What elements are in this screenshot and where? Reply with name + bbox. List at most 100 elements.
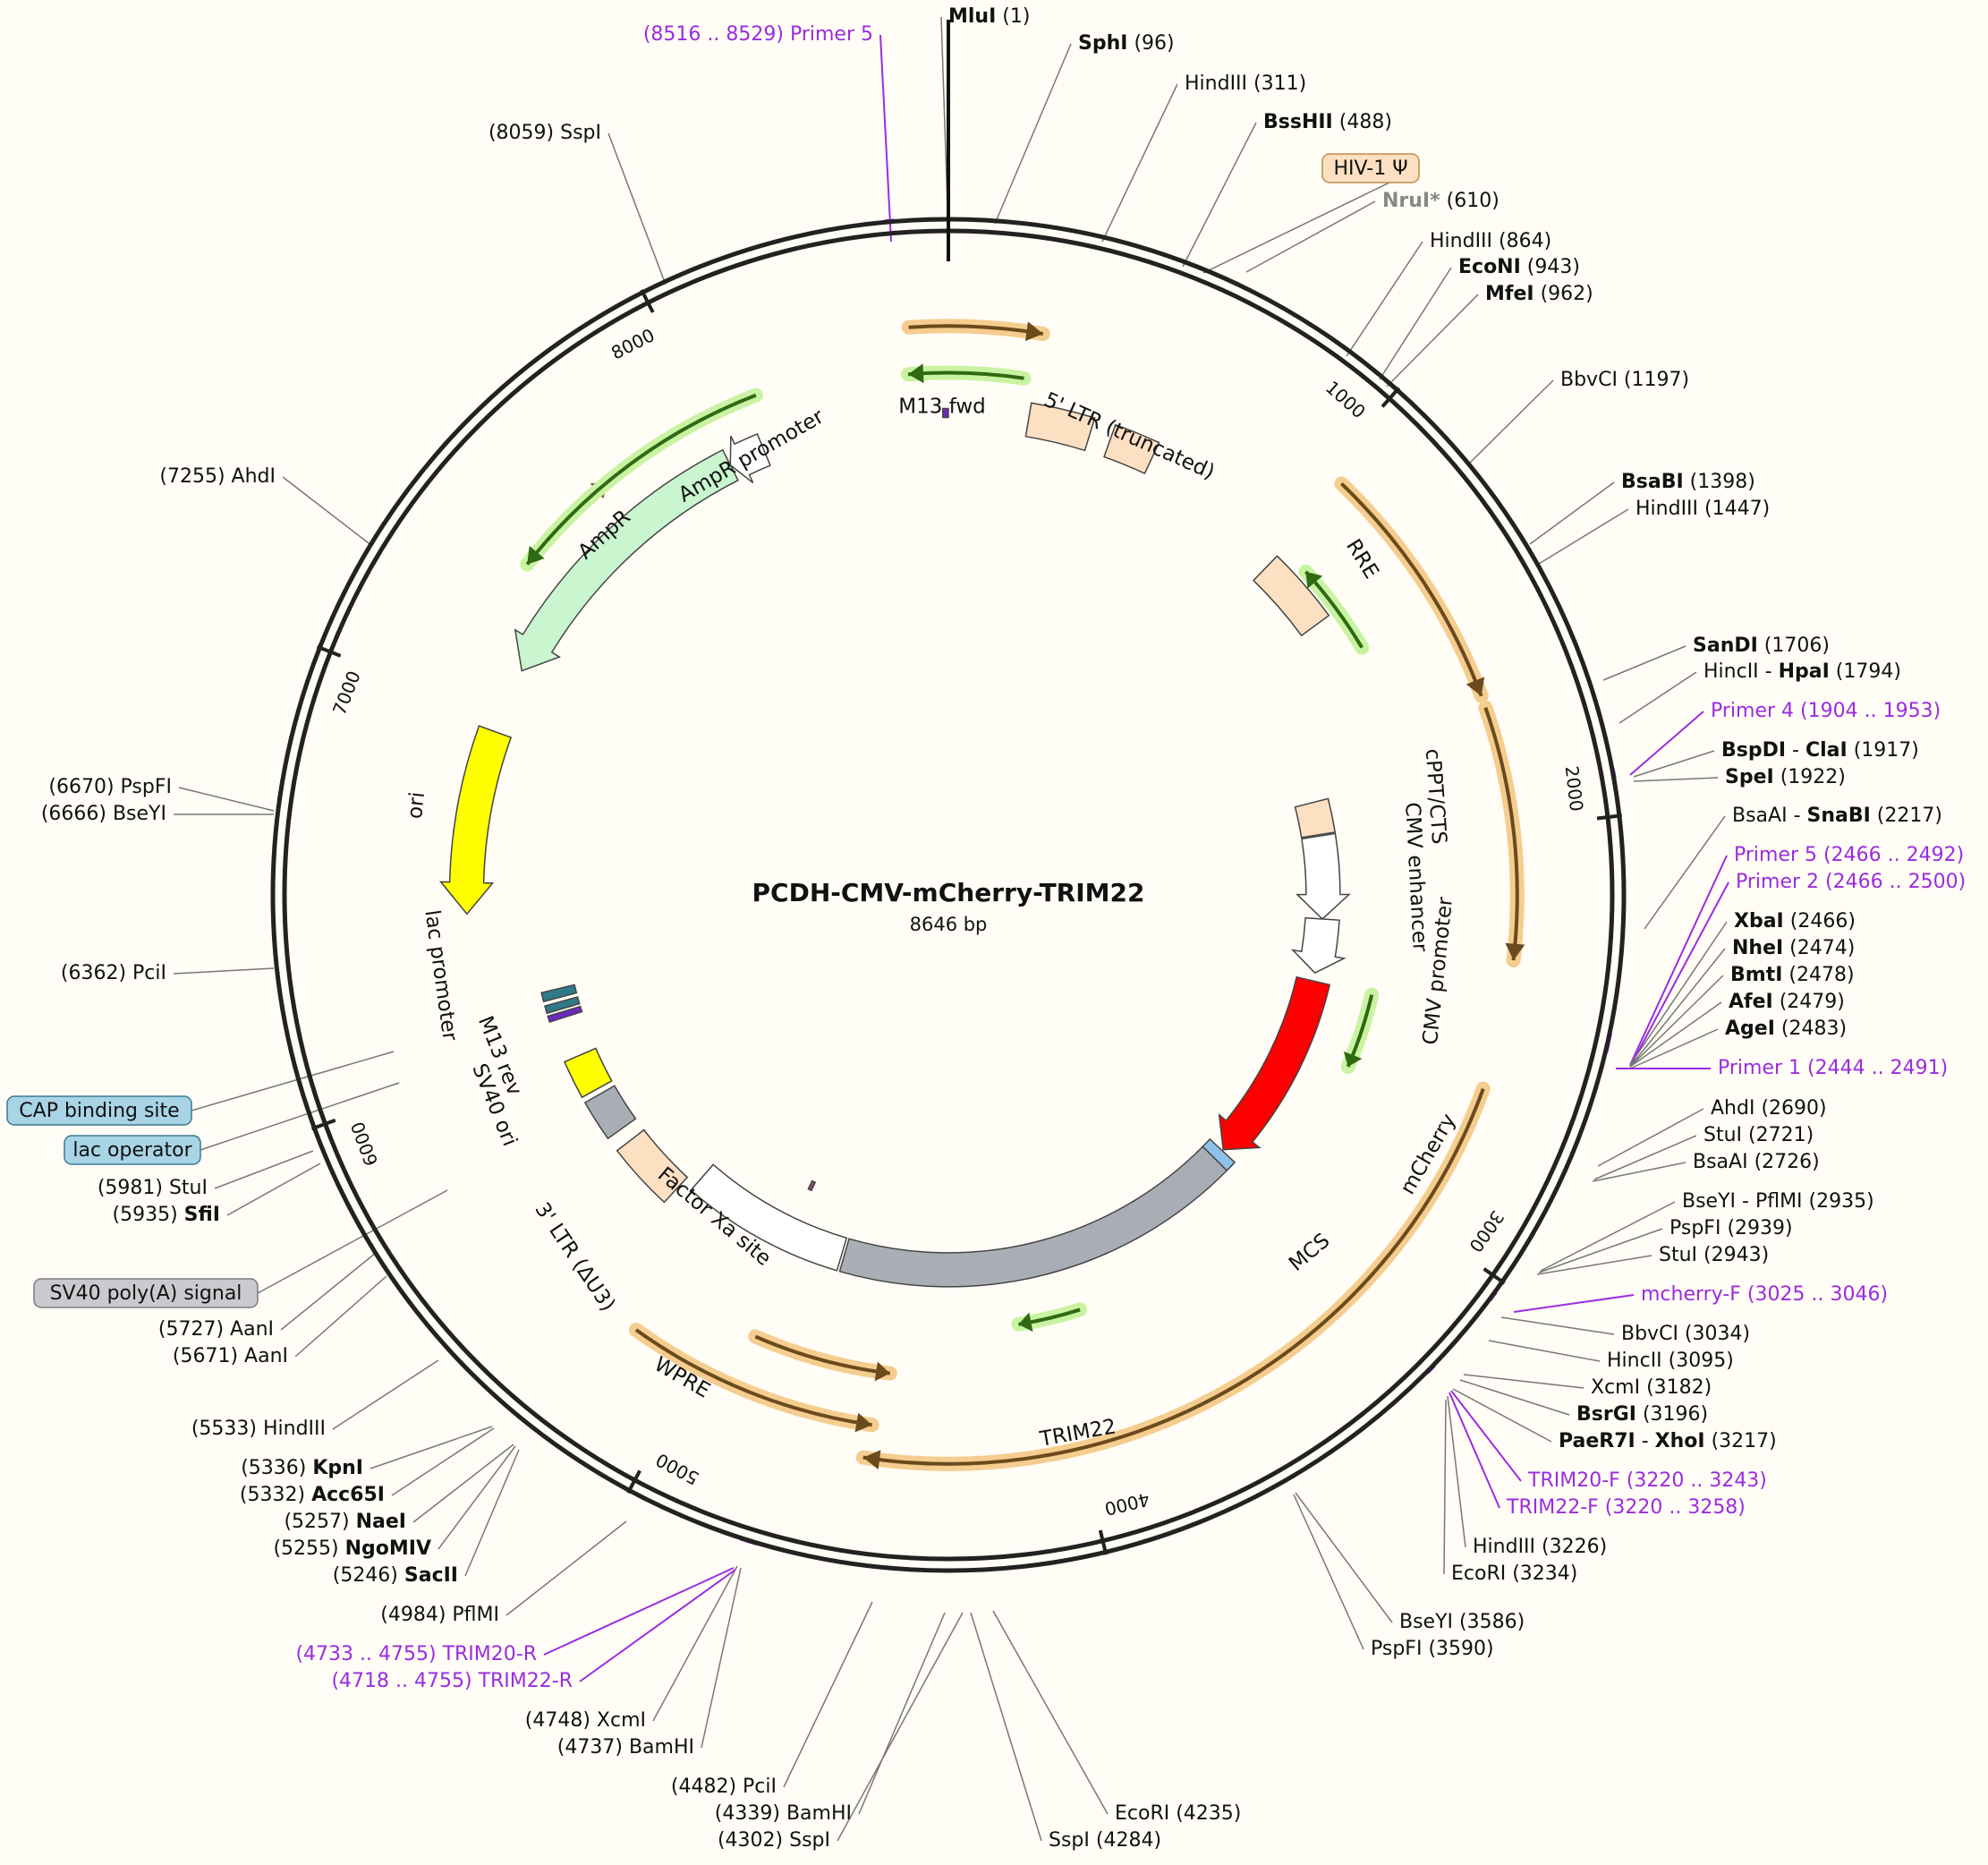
feature-label: 3' LTR (ΔU3) [530, 1198, 619, 1316]
site-position: (2478) [1782, 964, 1854, 986]
site-position: (2466) [1784, 910, 1856, 932]
feature-ori [439, 725, 513, 915]
site-position: (1917) [1848, 739, 1919, 762]
site-label: (5727) AanI [158, 1318, 274, 1341]
orange-orf-4-head [854, 1412, 872, 1433]
orange-orf-4-arc [634, 1328, 872, 1427]
site-position: (5671) [173, 1345, 244, 1367]
tick-2000 [1596, 813, 1623, 821]
site-name: AfeI [1729, 991, 1773, 1013]
site-position: (4339) [715, 1802, 786, 1825]
site-position: (2935) [1803, 1190, 1874, 1213]
feature-ampr [514, 448, 739, 672]
boxed-label-bg [1321, 153, 1420, 183]
site-label: (6666) BseYI [41, 803, 166, 825]
site-label: PspFI (3590) [1371, 1638, 1494, 1660]
site-label: NruI* (610) [1382, 190, 1499, 212]
site-position: (3217) [1705, 1430, 1777, 1452]
site-name: HincII - [1703, 660, 1779, 683]
leader-line [1182, 122, 1257, 268]
site-label: SanDI (1706) [1693, 634, 1830, 657]
leader-line [438, 1445, 516, 1550]
feature-cmv-enhancer [1296, 832, 1351, 920]
site-name: BsaAI [1693, 1151, 1748, 1173]
leader-line [783, 1601, 873, 1788]
leader-line [1644, 815, 1726, 930]
site-name: XbaI [1734, 910, 1784, 932]
site-name: SspI [1049, 1829, 1090, 1852]
tick-label: 5000 [652, 1449, 702, 1489]
leader-line [1629, 855, 1728, 1066]
site-name: XcmI [597, 1709, 646, 1732]
site-position: (2466 .. 2492) [1817, 844, 1964, 866]
feature-sv40-ori [583, 1085, 637, 1140]
site-label: (4748) XcmI [525, 1709, 646, 1732]
leader-line [879, 34, 892, 243]
leader-line [1293, 1494, 1364, 1650]
leader-line [1443, 1399, 1447, 1575]
feature-factor-xa-site [807, 1179, 817, 1192]
site-position: (1398) [1684, 471, 1755, 493]
site-position: (5332) [240, 1484, 311, 1506]
site-position: (4718 .. 4755) [331, 1670, 478, 1692]
tick-label: 7000 [328, 668, 365, 718]
tick-1000 [1381, 387, 1401, 408]
site-position: (96) [1127, 32, 1174, 55]
site-name: HindIII [263, 1418, 326, 1440]
site-name: BbvCI [1560, 369, 1618, 391]
site-position: (1794) [1830, 660, 1901, 683]
tick-label: 4000 [1102, 1488, 1151, 1520]
site-name: PspFI [121, 776, 172, 798]
site-name: BsaBI [1621, 471, 1684, 493]
map-title: PCDH-CMV-mCherry-TRIM22 [752, 878, 1145, 907]
leader-line [1593, 1135, 1697, 1180]
site-name: PflMI [452, 1604, 499, 1626]
leader-line [332, 1359, 439, 1430]
site-name: BssHII [1263, 111, 1333, 133]
leader-line [579, 1569, 736, 1682]
leader-line [1295, 1492, 1393, 1623]
site-position: (1706) [1758, 634, 1830, 657]
site-label: MluI (1) [948, 5, 1030, 28]
site-label: (6362) PciI [61, 962, 166, 984]
tick-label: 8000 [607, 324, 658, 363]
site-position: (2726) [1748, 1151, 1820, 1173]
site-name: TRIM22-R [478, 1670, 573, 1692]
site-position: (4733 .. 4755) [295, 1643, 442, 1665]
leader-line [1488, 1340, 1601, 1362]
leader-line [543, 1567, 735, 1656]
site-name: Primer 2 [1736, 871, 1819, 893]
leader-line [370, 1426, 493, 1469]
site-label: SphI (96) [1078, 32, 1175, 55]
site-label: HincII (3095) [1607, 1350, 1734, 1372]
site-label: BbvCI (1197) [1560, 369, 1689, 391]
leader-line [1386, 294, 1479, 387]
site-position: (2943) [1697, 1244, 1769, 1266]
feature-lac-promoter [540, 984, 578, 1003]
site-label: SpeI (1922) [1725, 766, 1846, 788]
site-label: EcoRI (3234) [1451, 1563, 1577, 1585]
tick-7000 [316, 644, 342, 658]
site-position: (1197) [1618, 369, 1689, 391]
orange-orf-3-arc [862, 1087, 1485, 1466]
site-name: BmtI [1730, 964, 1782, 986]
leader-line [1592, 1162, 1686, 1182]
site-position: (6666) [41, 803, 113, 825]
leader-line [412, 1443, 514, 1523]
tick-3000 [1483, 1267, 1506, 1285]
leader-line [1529, 481, 1615, 545]
site-label: BsrGI (3196) [1576, 1403, 1708, 1426]
orange-orf-2-arc [1483, 707, 1519, 961]
feature-sv40-polya [564, 1047, 613, 1099]
leader-line [1629, 921, 1728, 1066]
leader-line [1629, 881, 1729, 1068]
site-name: SacII [404, 1564, 458, 1587]
leader-line [1538, 1228, 1663, 1273]
site-name: BseYI - PflMI [1682, 1190, 1803, 1213]
site-label: (4718 .. 4755) TRIM22-R [331, 1670, 573, 1692]
site-name: TRIM22-F [1506, 1496, 1599, 1519]
site-name: Primer 5 [790, 23, 873, 46]
site-label: AfeI (2479) [1729, 991, 1845, 1013]
boxed-leader [191, 1051, 395, 1111]
site-position: (1904 .. 1953) [1794, 700, 1941, 722]
